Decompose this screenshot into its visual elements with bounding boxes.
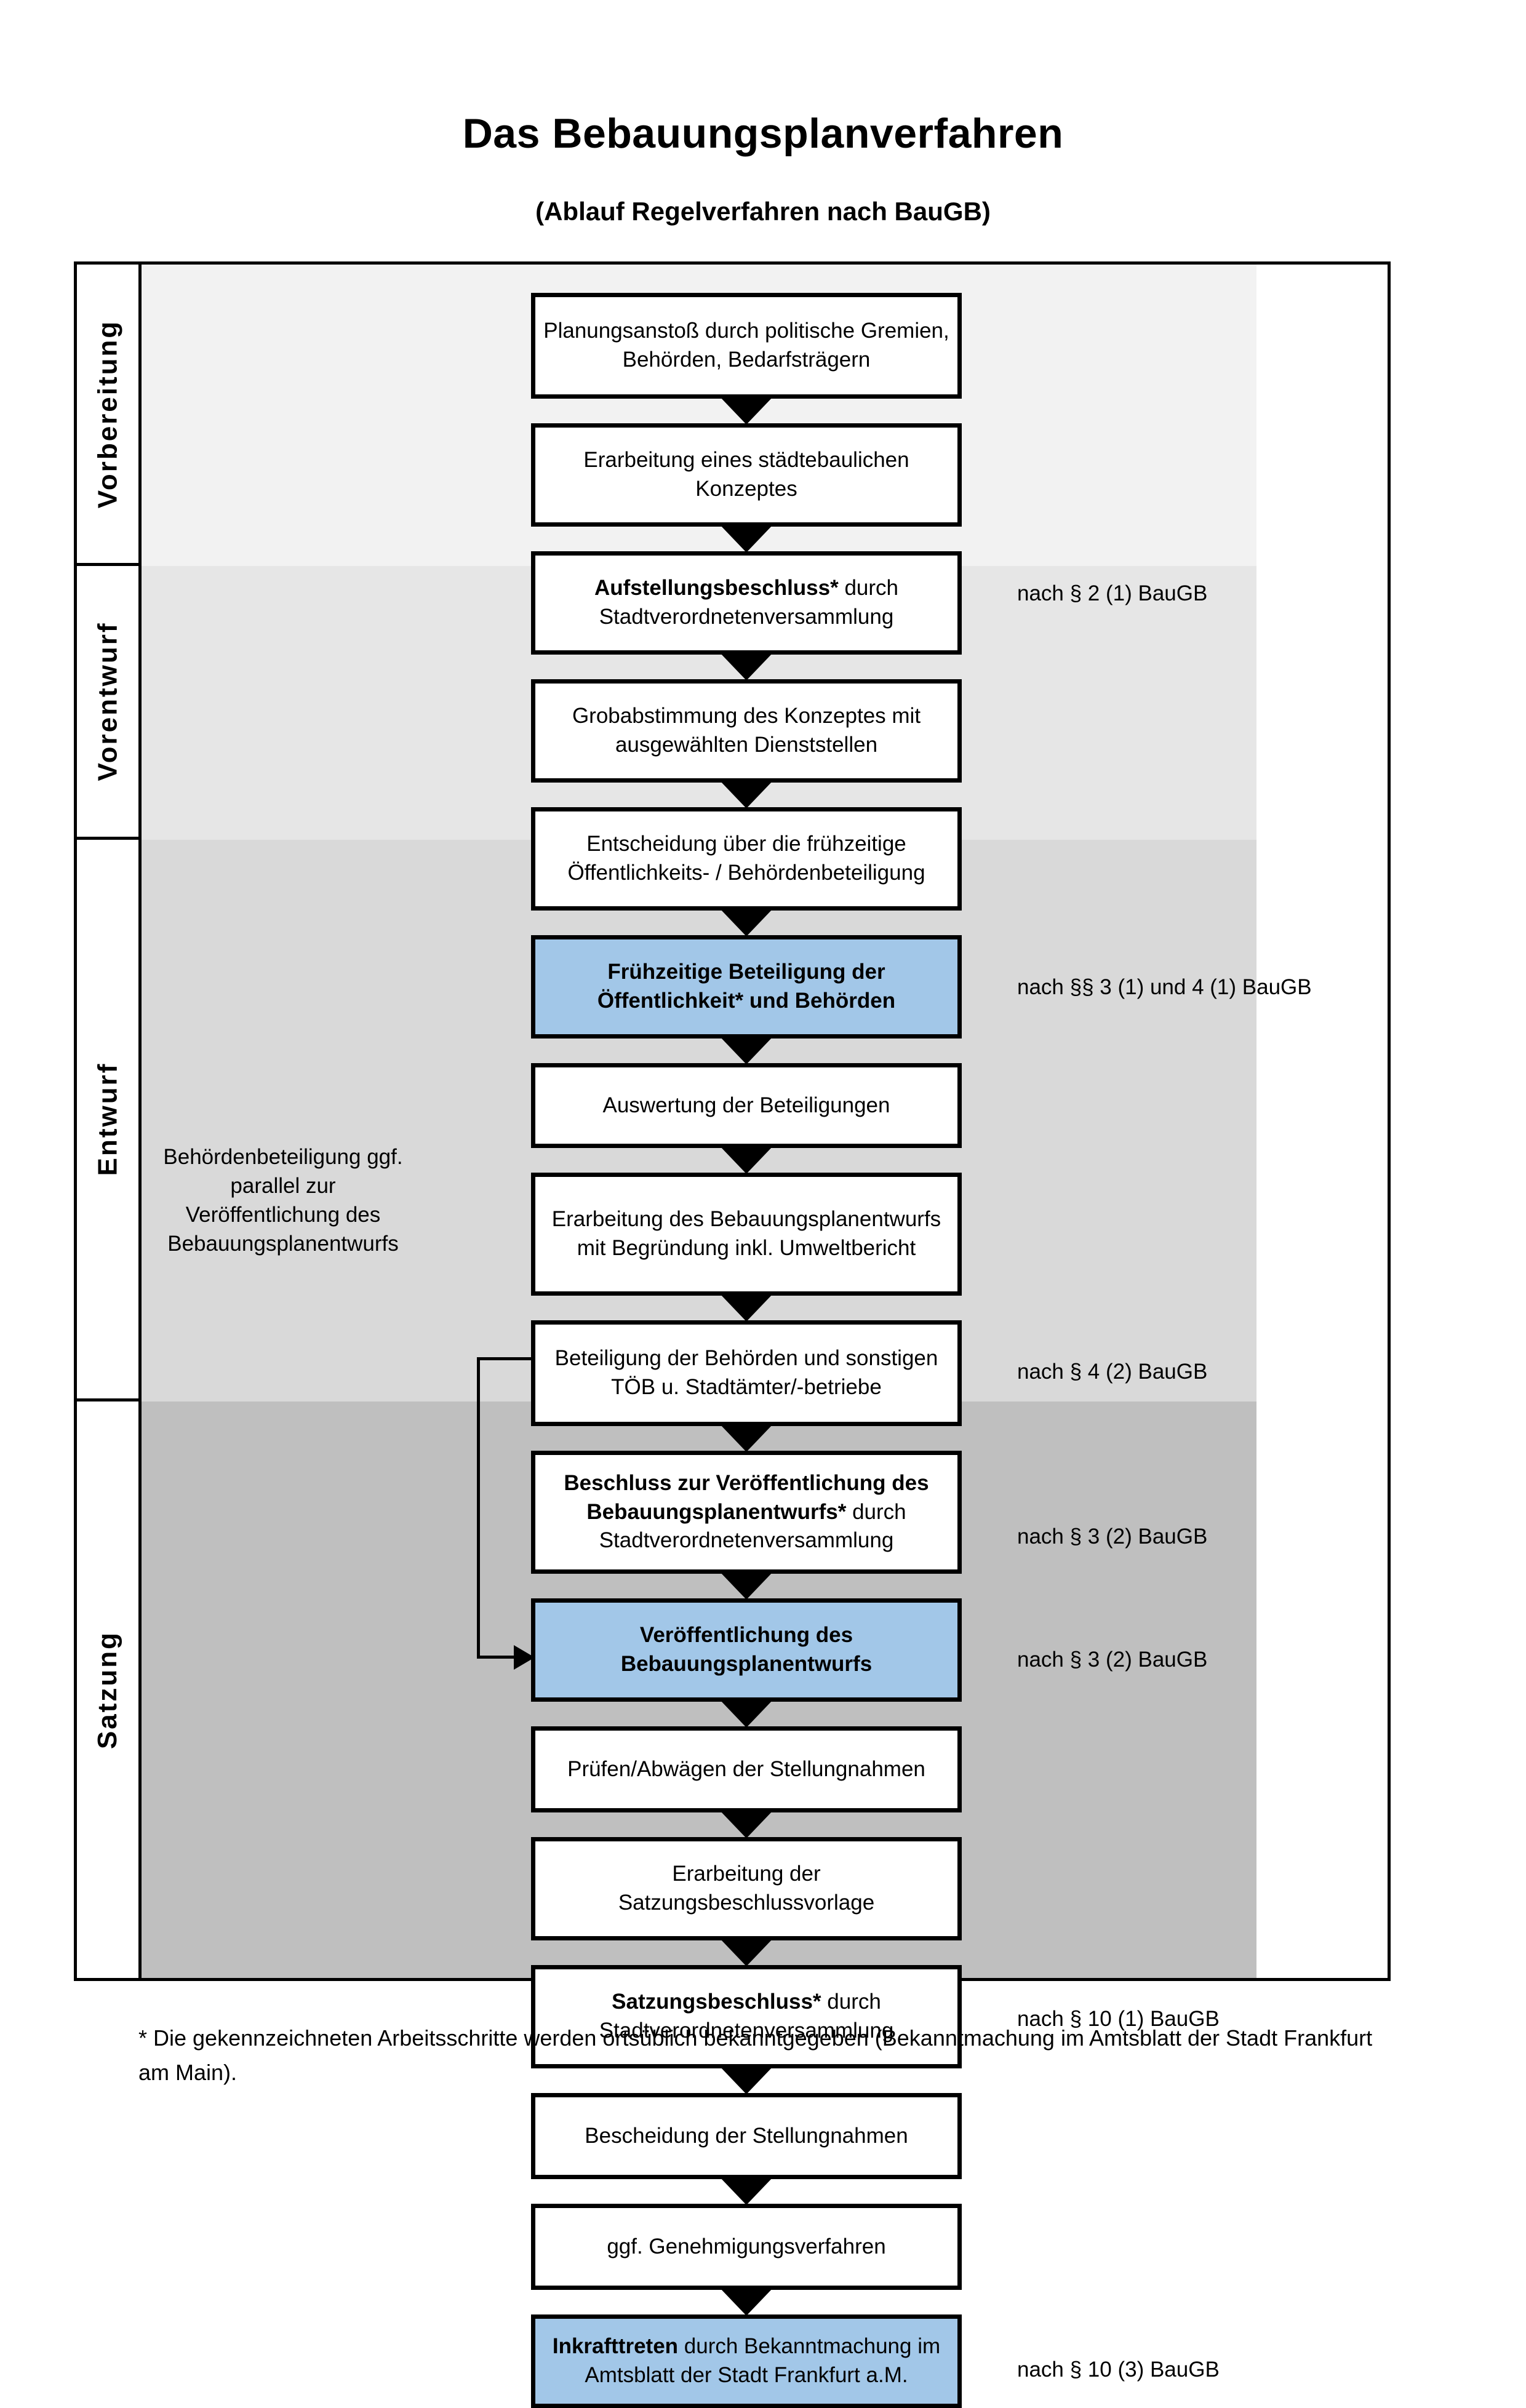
phase-label-vorbereitung: Vorbereitung [77, 265, 138, 566]
law-ref-par10-1: nach § 10 (1) BauGB [1017, 2007, 1220, 2031]
step-box-satzungsbeschluss[interactable]: Satzungsbeschluss* durch Stadtverordnete… [531, 1965, 962, 2068]
law-ref-par3-4-1: nach §§ 3 (1) und 4 (1) BauGB [1017, 975, 1312, 999]
flowchart-frame: Vorbereitung Vorentwurf Entwurf Satzung … [74, 261, 1391, 2408]
flow-arrow-down-icon [719, 1699, 773, 1728]
page-subtitle: (Ablauf Regelverfahren nach BauGB) [535, 197, 991, 226]
law-ref-par3-2-a: nach § 3 (2) BauGB [1017, 1525, 1208, 1549]
phase-label-satzung: Satzung [77, 1401, 138, 1978]
side-note-behoerdenbeteiligung: Behördenbeteiligung ggf. parallel zur Ve… [163, 1145, 403, 1256]
step-text: Veröffentlichung des Bebauungsplanentwur… [620, 1623, 873, 1676]
connector-arrowhead-icon [514, 1645, 535, 1670]
step-text: Entscheidung über die frühzeitige Öffent… [567, 832, 925, 885]
step-box-veroeffentlichung-entwurf[interactable]: Veröffentlichung des Bebauungsplanentwur… [531, 1598, 962, 1702]
flow-arrow-down-icon [719, 1938, 773, 1966]
connector-bottom-segment [477, 1656, 521, 1659]
step-box-genehmigungsverfahren[interactable]: ggf. Genehmigungsverfahren [531, 2204, 962, 2290]
footnote-text: * Die gekennzeichneten Arbeitsschritte w… [138, 2025, 1373, 2085]
step-text: Auswertung der Beteiligungen [602, 1093, 890, 1117]
connector-vertical-segment [477, 1357, 480, 1659]
step-box-fruehzeitige-beteiligung[interactable]: Frühzeitige Beteiligung der Öffentlichke… [531, 935, 962, 1039]
step-text: Beschluss zur Veröffentlichung des Bebau… [564, 1470, 929, 1553]
step-text: Erarbeitung des Bebauungsplanentwurfs mi… [551, 1207, 941, 1260]
phase-label-column: Vorbereitung Vorentwurf Entwurf Satzung [77, 265, 142, 1978]
step-text: Prüfen/Abwägen der Stellungnahmen [567, 1756, 925, 1781]
flow-arrow-down-icon [719, 1293, 773, 1322]
law-ref-par4-2: nach § 4 (2) BauGB [1017, 1360, 1208, 1384]
phase-label-text: Entwurf [92, 1062, 123, 1176]
flow-arrow-down-icon [719, 2177, 773, 2205]
step-box-beschluss-veroeffentlichung[interactable]: Beschluss zur Veröffentlichung des Bebau… [531, 1451, 962, 1574]
flow-arrow-down-icon [719, 1571, 773, 1600]
step-box-aufstellungsbeschluss[interactable]: Aufstellungsbeschluss* durch Stadtverord… [531, 551, 962, 655]
step-box-auswertung-beteiligungen[interactable]: Auswertung der Beteiligungen [531, 1063, 962, 1148]
step-box-inkrafttreten[interactable]: Inkrafttreten durch Bekanntmachung im Am… [531, 2314, 962, 2408]
step-text: Bescheidung der Stellungnahmen [585, 2123, 908, 2148]
law-ref-par2: nach § 2 (1) BauGB [1017, 581, 1208, 605]
step-text: Planungsanstoß durch politische Gremien,… [543, 319, 949, 372]
step-text: Grobabstimmung des Konzeptes mit ausgewä… [572, 704, 921, 757]
step-text: Beteiligung der Behörden und sonstigen T… [554, 1346, 938, 1399]
step-text: Frühzeitige Beteiligung der Öffentlichke… [597, 960, 896, 1013]
law-ref-par10-3: nach § 10 (3) BauGB [1017, 2358, 1220, 2382]
flow-arrow-down-icon [719, 524, 773, 552]
step-box-bescheidung[interactable]: Bescheidung der Stellungnahmen [531, 2093, 962, 2179]
step-box-pruefen-abwaegen[interactable]: Prüfen/Abwägen der Stellungnahmen [531, 1726, 962, 1812]
page-title: Das Bebauungsplanverfahren [462, 110, 1064, 157]
flow-arrow-down-icon [719, 1146, 773, 1174]
step-box-staedtebauliches-konzept[interactable]: Erarbeitung eines städtebaulichen Konzep… [531, 423, 962, 527]
step-text: Erarbeitung eines städtebaulichen Konzep… [583, 448, 909, 501]
phase-label-text: Vorbereitung [92, 319, 122, 508]
flow-arrow-down-icon [719, 396, 773, 425]
step-box-erarbeitung-entwurf[interactable]: Erarbeitung des Bebauungsplanentwurfs mi… [531, 1173, 962, 1296]
flow-arrow-down-icon [719, 2287, 773, 2316]
phase-label-vorentwurf: Vorentwurf [77, 566, 138, 840]
flow-arrow-down-icon [719, 780, 773, 808]
step-text: Erarbeitung der Satzungsbeschlussvorlage [618, 1862, 875, 1915]
connector-top-segment [477, 1357, 533, 1360]
phase-label-text: Vorentwurf [92, 621, 122, 781]
flow-arrow-down-icon [719, 652, 773, 680]
flow-arrow-down-icon [719, 1036, 773, 1064]
step-text: Inkrafttreten durch Bekanntmachung im Am… [552, 2334, 941, 2387]
step-box-planungsanstoss[interactable]: Planungsanstoß durch politische Gremien,… [531, 293, 962, 399]
step-box-grobabstimmung[interactable]: Grobabstimmung des Konzeptes mit ausgewä… [531, 679, 962, 783]
step-box-beteiligung-behoerden[interactable]: Beteiligung der Behörden und sonstigen T… [531, 1320, 962, 1426]
flow-arrow-down-icon [719, 908, 773, 936]
phase-label-text: Satzung [92, 1630, 123, 1749]
step-box-entscheidung-fruehzeitige[interactable]: Entscheidung über die frühzeitige Öffent… [531, 807, 962, 911]
step-box-satzungsbeschlussvorlage[interactable]: Erarbeitung der Satzungsbeschlussvorlage [531, 1837, 962, 1940]
law-ref-par3-2-b: nach § 3 (2) BauGB [1017, 1648, 1208, 1672]
step-text: Satzungsbeschluss* durch Stadtverordnete… [599, 1990, 894, 2043]
flow-arrow-down-icon [719, 1810, 773, 1838]
flow-arrow-down-icon [719, 1424, 773, 1452]
flow-arrow-down-icon [719, 2066, 773, 2094]
step-text: ggf. Genehmigungsverfahren [607, 2234, 886, 2258]
phase-label-entwurf: Entwurf [77, 840, 138, 1401]
step-text: Aufstellungsbeschluss* durch Stadtverord… [594, 576, 899, 629]
